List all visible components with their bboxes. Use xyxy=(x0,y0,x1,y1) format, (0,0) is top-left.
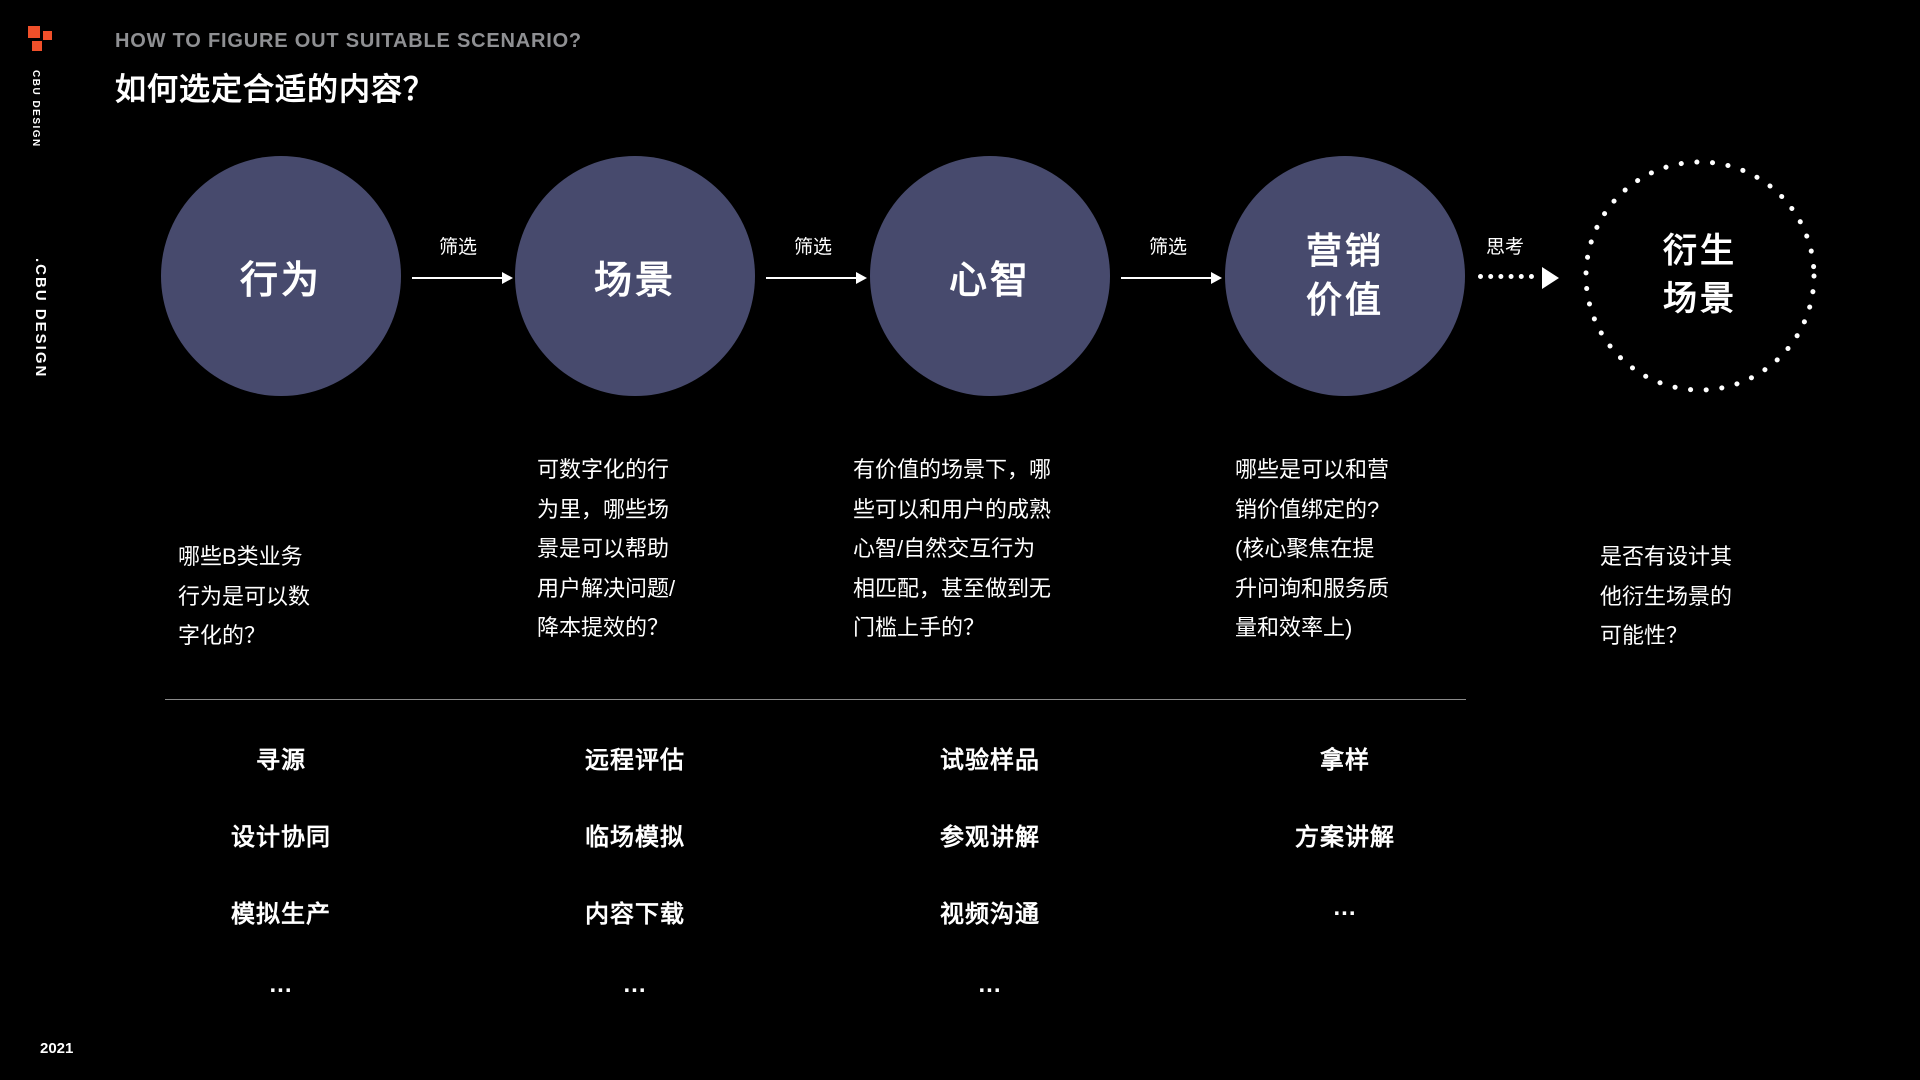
connector-label-1: 筛选 xyxy=(438,237,477,258)
flow-node-behavior-label: 行为 xyxy=(239,259,322,302)
flow-node-marketing-value-label: 营销 价值 xyxy=(1305,230,1384,320)
flow-node-scenario-label: 场景 xyxy=(593,259,676,302)
column-question-2: 可数字化的行 为里，哪些场 景是可以帮助 用户解决问题/ 降本提效的？ xyxy=(537,457,676,641)
triangle-arrowhead-icon xyxy=(1542,267,1559,289)
flow-node-behavior: 行为 xyxy=(161,156,401,396)
list-item: 临场模拟 xyxy=(585,824,685,851)
cbu-logo-icon xyxy=(28,26,52,51)
flow-node-marketing-value: 营销 价值 xyxy=(1225,156,1465,396)
list-item: 试验样品 xyxy=(940,747,1040,774)
column-list-4: 拿样 方案讲解 ... xyxy=(1295,740,1395,964)
column-list-2: 远程评估 临场模拟 内容下载 ... xyxy=(585,740,685,1041)
list-item: ... xyxy=(1333,894,1357,921)
list-item: ... xyxy=(623,971,647,998)
list-item: 远程评估 xyxy=(585,747,685,774)
column-question-4: 哪些是可以和营 销价值绑定的? (核心聚焦在提 升问询和服务质 量和效率上) xyxy=(1235,457,1390,641)
brand-vertical-label: CBU DESIGN xyxy=(30,70,41,148)
list-item: 参观讲解 xyxy=(940,824,1040,851)
slide-title-zh: 如何选定合适的内容？ xyxy=(115,72,435,107)
flow-node-derived-scenario-label: 衍生 场景 xyxy=(1663,232,1737,318)
list-item: 拿样 xyxy=(1320,747,1370,774)
arrow-right-icon-1 xyxy=(412,272,513,284)
connector-label-3: 筛选 xyxy=(1148,237,1187,258)
column-question-5: 是否有设计其 他衍生场景的 可能性？ xyxy=(1600,544,1733,649)
column-list-3: 试验样品 参观讲解 视频沟通 ... xyxy=(940,740,1040,1041)
dotted-circle-outline-icon xyxy=(1583,159,1817,393)
connector-label-4: 思考 xyxy=(1485,237,1524,258)
flow-node-scenario: 场景 xyxy=(515,156,755,396)
column-question-1: 哪些B类业务 行为是可以数 字化的？ xyxy=(178,544,311,649)
list-item: ... xyxy=(269,971,293,998)
dotted-line-icon xyxy=(1478,274,1534,279)
side-brand-label: .CBU DESIGN xyxy=(32,258,49,379)
flow-node-derived-scenario: 衍生 场景 xyxy=(1580,156,1820,396)
slide-title-en: HOW TO FIGURE OUT SUITABLE SCENARIO? xyxy=(115,30,582,52)
list-item: 视频沟通 xyxy=(940,901,1040,928)
list-item: 寻源 xyxy=(256,747,306,774)
list-item: 模拟生产 xyxy=(231,901,331,928)
arrow-right-icon-3 xyxy=(1121,272,1222,284)
arrow-right-icon-2 xyxy=(766,272,867,284)
list-item: 设计协同 xyxy=(231,824,331,851)
connector-label-2: 筛选 xyxy=(793,237,832,258)
flow-node-mindset: 心智 xyxy=(870,156,1110,396)
column-question-3: 有价值的场景下，哪 些可以和用户的成熟 心智/自然交互行为 相匹配，甚至做到无 … xyxy=(853,457,1052,641)
year-label: 2021 xyxy=(40,1040,74,1057)
column-list-1: 寻源 设计协同 模拟生产 ... xyxy=(231,740,331,1041)
flow-node-mindset-label: 心智 xyxy=(948,259,1031,302)
divider-line xyxy=(165,699,1466,700)
list-item: ... xyxy=(978,971,1002,998)
list-item: 方案讲解 xyxy=(1295,824,1395,851)
list-item: 内容下载 xyxy=(585,901,685,928)
